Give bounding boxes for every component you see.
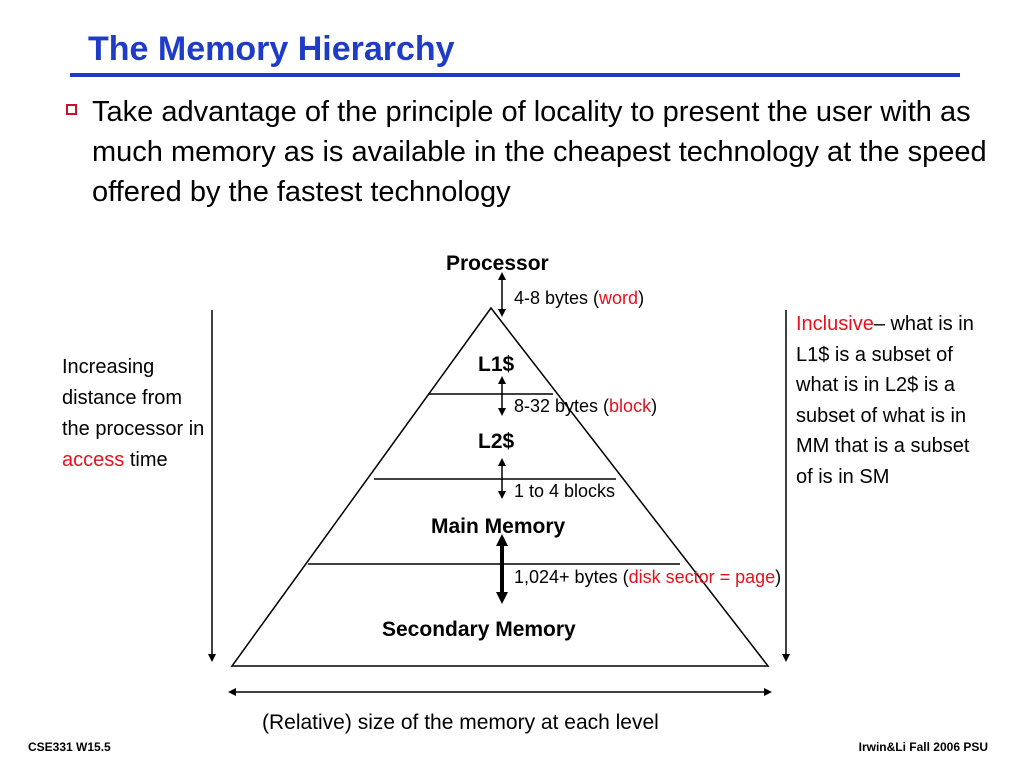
distance-note: Increasing distance from the processor i… xyxy=(62,356,205,471)
pyramid-outline xyxy=(230,306,770,667)
transfer-label-word: 4-8 bytes (word) xyxy=(514,288,645,308)
size-caption: (Relative) size of the memory at each le… xyxy=(262,711,659,734)
level-secondary-memory-label: Secondary Memory xyxy=(382,618,576,641)
level-l1-label: L1$ xyxy=(478,353,515,376)
footer-left: CSE331 W15.5 xyxy=(28,740,111,754)
footer-right: Irwin&Li Fall 2006 PSU xyxy=(858,740,988,754)
transfer-label-page: 1,024+ bytes (disk sector = page) xyxy=(514,567,782,587)
processor-label: Processor xyxy=(446,252,549,275)
bullet-text: Take advantage of the principle of local… xyxy=(92,96,987,208)
transfer-label-blocks: 1 to 4 blocks xyxy=(514,481,616,501)
title-underline xyxy=(70,73,960,77)
bullet-square-icon xyxy=(66,104,77,115)
level-l2-label: L2$ xyxy=(478,430,515,453)
transfer-label-block: 8-32 bytes (block) xyxy=(514,396,658,416)
inclusive-note: Inclusive– what is in L1$ is a subset of… xyxy=(796,313,974,488)
level-main-memory-label: Main Memory xyxy=(431,515,566,538)
slide-title: The Memory Hierarchy xyxy=(88,30,455,68)
